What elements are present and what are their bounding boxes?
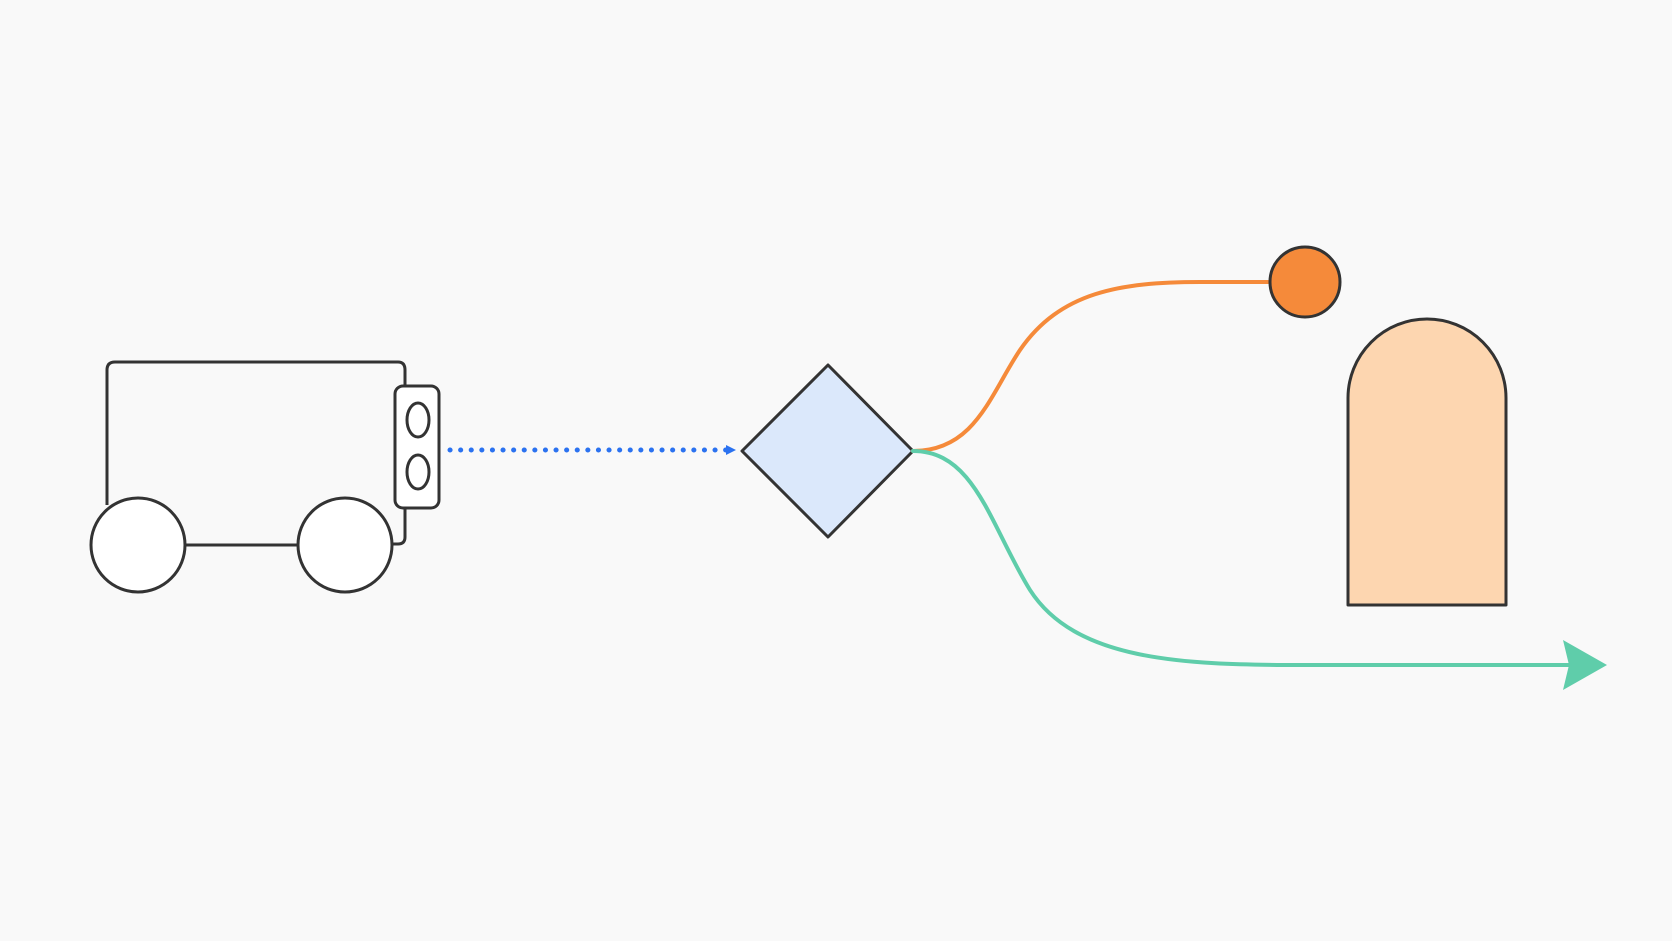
- decision-diamond: [740, 363, 915, 539]
- avoid-path: [911, 280, 1270, 453]
- sensor-eye-top: [405, 401, 431, 439]
- obstacle-ball: [1268, 245, 1342, 319]
- robot-body: [105, 360, 407, 505]
- sensor-eye-bottom: [405, 453, 431, 491]
- robot-vehicle-icon: [89, 360, 441, 594]
- continue-path: [911, 449, 1572, 667]
- robot-wheel-rear: [89, 496, 187, 594]
- continue-arrowhead: [1563, 640, 1607, 690]
- robot-wheel-front: [296, 496, 394, 594]
- doorway-arch: [1346, 317, 1508, 607]
- robot-chassis-back: [392, 508, 407, 546]
